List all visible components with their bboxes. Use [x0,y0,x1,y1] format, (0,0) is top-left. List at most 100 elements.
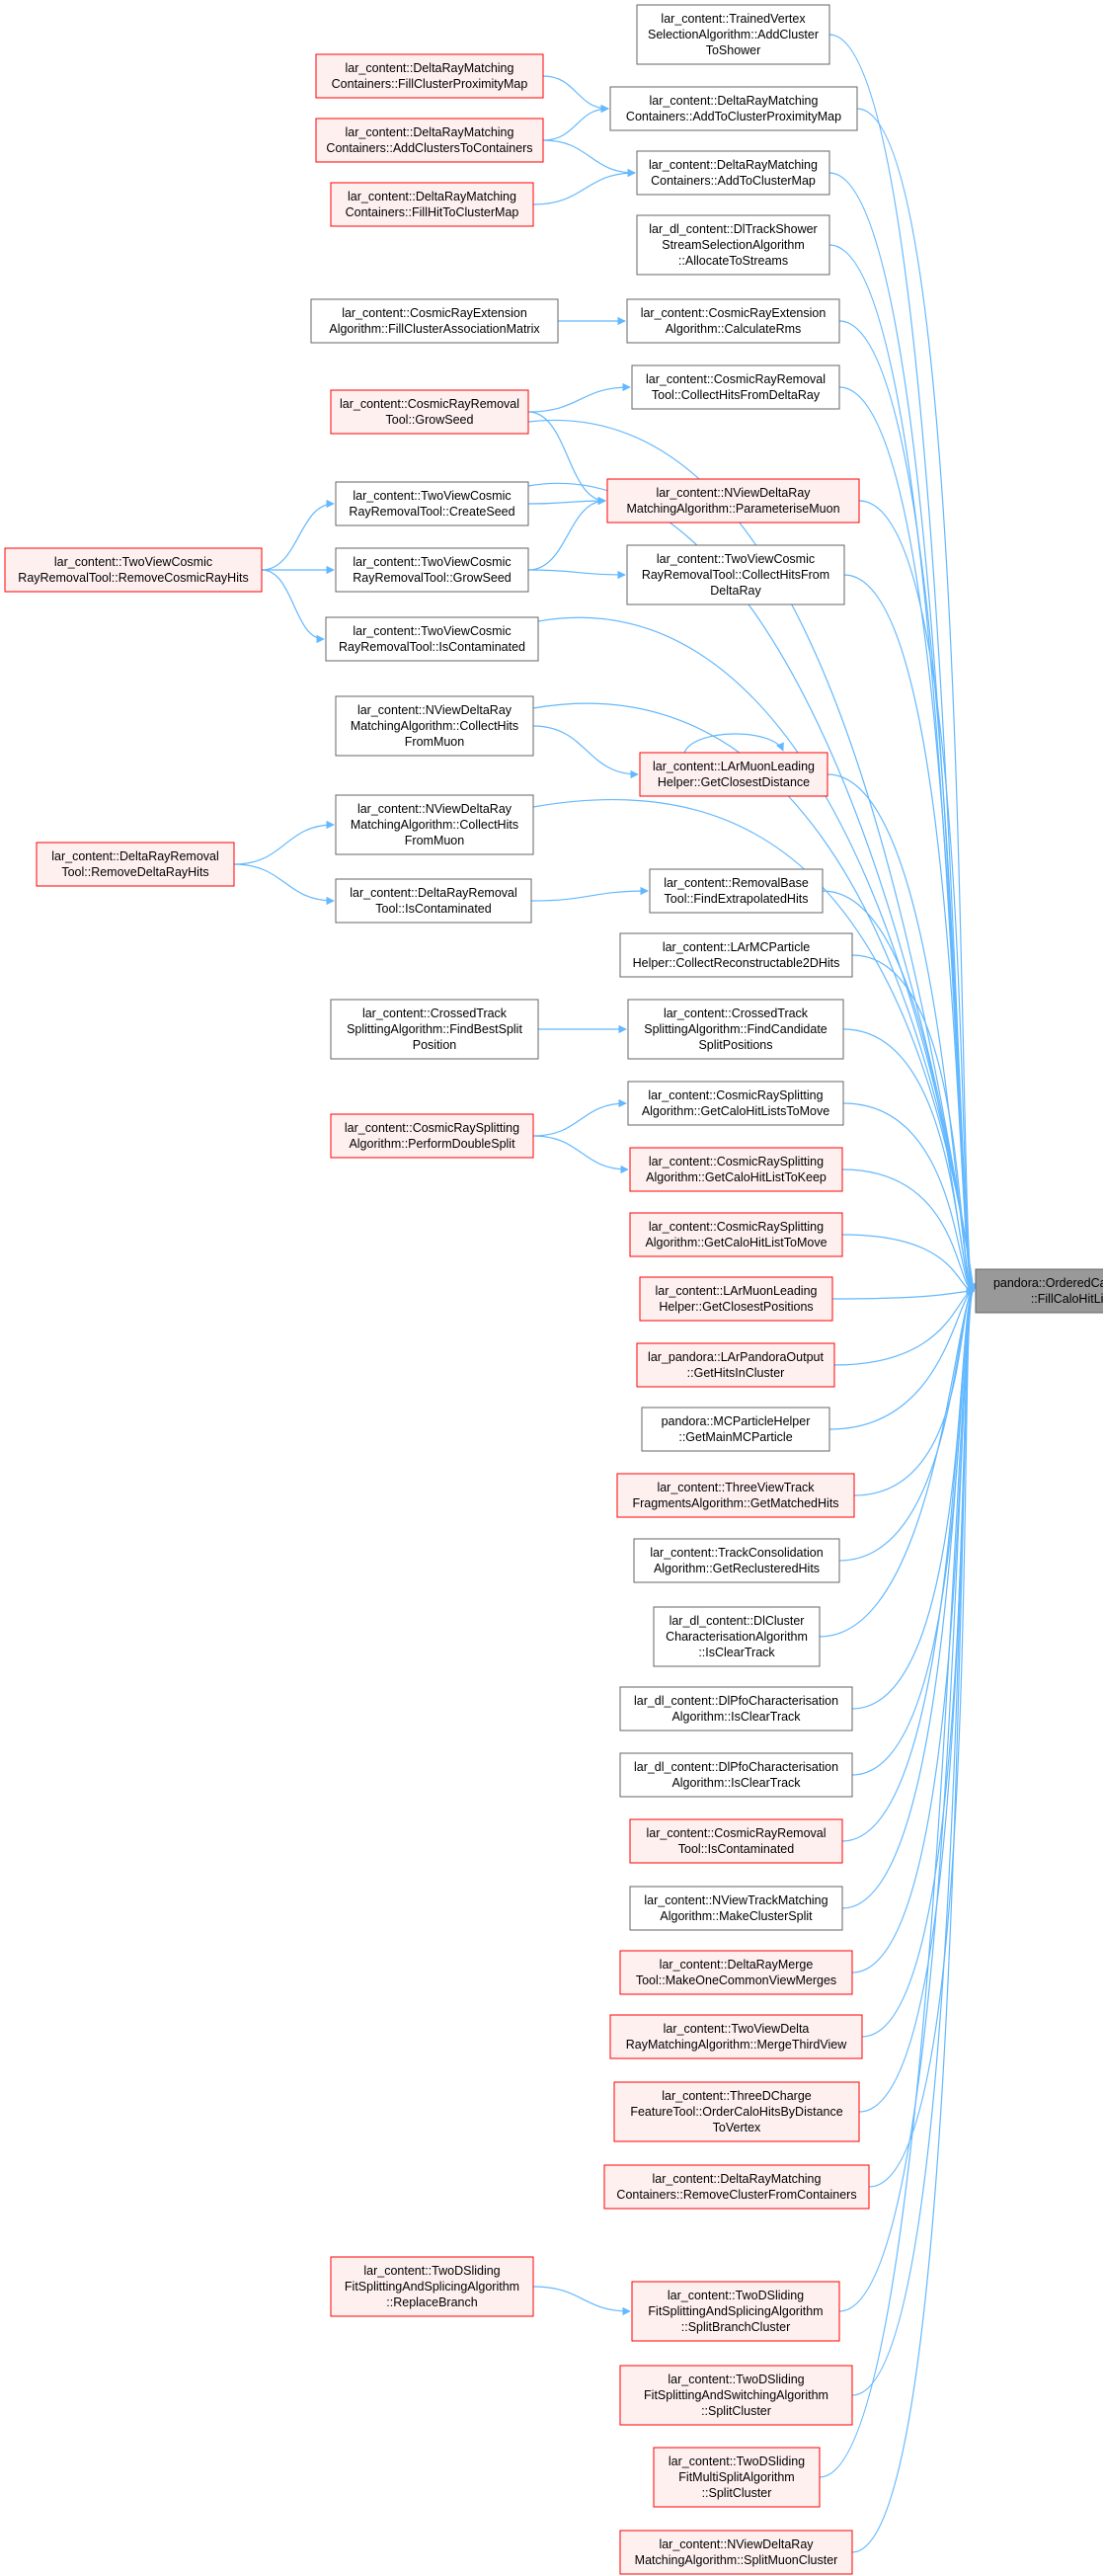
node-c24[interactable]: lar_content::CosmicRayRemovalTool::IsCon… [629,1818,843,1864]
node-label-line: lar_content::DeltaRayRemoval [51,849,219,863]
edge-c30-to-target [838,1287,975,2312]
node-c29[interactable]: lar_content::DeltaRayMatchingContainers:… [603,2164,870,2210]
node-box [609,86,858,131]
node-c23[interactable]: lar_dl_content::DlPfoCharacterisationAlg… [619,1752,853,1798]
node-c27[interactable]: lar_content::TwoViewDeltaRayMatchingAlgo… [609,2014,863,2059]
node-label-line: lar_pandora::LArPandoraOutput [648,1350,824,1364]
node-label-line: FromMuon [405,834,464,847]
edge-c22-to-target [851,1286,975,1710]
node-label-line: SelectionAlgorithm::AddCluster [648,28,819,41]
node-box [606,478,860,523]
node-l3[interactable]: lar_content::DeltaRayMatchingContainers:… [330,182,534,227]
node-l9[interactable]: lar_content::TwoDSlidingFitSplittingAndS… [330,2256,534,2317]
node-l6[interactable]: lar_content::TwoViewCosmicRayRemovalTool… [4,547,263,593]
node-label-line: RayRemovalTool::RemoveCosmicRayHits [18,571,248,585]
edge-l8-to-c14 [532,1135,629,1174]
edge-c18-to-target [828,1286,975,1430]
node-label-line: FeatureTool::OrderCaloHitsByDistance [630,2105,842,2119]
node-c1[interactable]: lar_content::TrainedVertexSelectionAlgor… [636,4,830,65]
node-c32[interactable]: lar_content::TwoDSlidingFitMultiSplitAlg… [653,2447,821,2508]
node-c30[interactable]: lar_content::TwoDSlidingFitSplittingAndS… [631,2281,840,2342]
node-label-line: ToShower [706,43,761,57]
node-c2[interactable]: lar_content::DeltaRayMatchingContainers:… [609,86,858,131]
edge-l5-to-c7 [527,411,606,506]
node-l8[interactable]: lar_content::CosmicRaySplittingAlgorithm… [330,1113,534,1159]
node-label-line: Algorithm::IsClearTrack [671,1776,801,1790]
node-c8[interactable]: lar_content::TwoViewCosmicRayRemovalTool… [626,544,845,605]
node-c14[interactable]: lar_content::CosmicRaySplittingAlgorithm… [629,1147,843,1192]
node-label-line: lar_content::TwoViewCosmic [657,552,815,566]
node-c28[interactable]: lar_content::ThreeDChargeFeatureTool::Or… [613,2081,860,2142]
node-label-line: ::FillCaloHitList [1031,1292,1103,1306]
node-c22[interactable]: lar_dl_content::DlPfoCharacterisationAlg… [619,1686,853,1731]
node-l7[interactable]: lar_content::DeltaRayRemovalTool::Remove… [36,842,235,887]
node-label-line: lar_content::NViewDeltaRay [357,703,512,717]
node-box [36,842,235,887]
node-box [616,1473,855,1518]
edge-l7-to-m6 [233,863,335,906]
edge-l8-to-c13 [532,1098,627,1137]
node-box [315,118,544,163]
node-label-line: SplitPositions [698,1038,772,1052]
node-c12[interactable]: lar_content::CrossedTrackSplittingAlgori… [627,999,844,1060]
node-c4[interactable]: lar_dl_content::DlTrackShowerStreamSelec… [636,214,830,276]
edge-l6-to-m1 [261,499,335,571]
node-label-line: Tool::CollectHitsFromDeltaRay [652,388,821,402]
node-label-line: lar_content::CosmicRaySplitting [345,1121,519,1135]
node-label-line: lar_dl_content::DlPfoCharacterisation [634,1760,838,1774]
node-c5[interactable]: lar_content::CosmicRayExtensionAlgorithm… [626,298,840,344]
node-c21[interactable]: lar_dl_content::DlClusterCharacterisatio… [653,1606,821,1667]
node-m6[interactable]: lar_content::DeltaRayRemovalTool::IsCont… [335,878,532,924]
edge-c12-to-target [842,1028,975,1296]
node-c10[interactable]: lar_content::RemovalBaseTool::FindExtrap… [649,868,824,914]
node-target[interactable]: pandora::OrderedCaloHitList::FillCaloHit… [975,1268,1103,1314]
node-c16[interactable]: lar_content::LArMuonLeadingHelper::GetCl… [639,1276,833,1322]
node-box [330,999,539,1060]
node-box [613,2081,860,2142]
edge-l2-to-c2 [542,104,609,141]
node-c7[interactable]: lar_content::NViewDeltaRayMatchingAlgori… [606,478,860,523]
node-m5[interactable]: lar_content::NViewDeltaRayMatchingAlgori… [335,794,534,855]
node-l1[interactable]: lar_content::DeltaRayMatchingContainers:… [315,53,544,99]
node-m1[interactable]: lar_content::TwoViewCosmicRayRemovalTool… [335,481,529,526]
node-c19[interactable]: lar_content::ThreeViewTrackFragmentsAlgo… [616,1473,855,1518]
node-c26[interactable]: lar_content::DeltaRayMergeTool::MakeOneC… [619,1950,853,1995]
node-l2[interactable]: lar_content::DeltaRayMatchingContainers:… [315,118,544,163]
node-c9[interactable]: lar_content::LArMuonLeadingHelper::GetCl… [639,752,828,797]
edge-l1-to-c2 [542,75,609,114]
node-label-line: lar_content::CosmicRayRemoval [646,372,826,386]
node-m7[interactable]: lar_content::CrossedTrackSplittingAlgori… [330,999,539,1060]
node-m4[interactable]: lar_content::NViewDeltaRayMatchingAlgori… [335,695,534,757]
node-label-line: ::SplitCluster [701,2404,771,2418]
node-l4[interactable]: lar_content::CosmicRayExtensionAlgorithm… [310,298,559,344]
node-m2[interactable]: lar_content::TwoViewCosmicRayRemovalTool… [335,547,529,593]
node-c31[interactable]: lar_content::TwoDSlidingFitSplittingAndS… [619,2365,853,2426]
node-box [619,2365,853,2426]
edge-l2-to-c3 [542,139,636,178]
node-c13[interactable]: lar_content::CosmicRaySplittingAlgorithm… [627,1081,844,1126]
node-label-line: lar_content::NViewTrackMatching [644,1893,827,1907]
node-box [629,1818,843,1864]
node-label-line: MatchingAlgorithm::CollectHits [351,719,518,733]
node-c11[interactable]: lar_content::LArMCParticleHelper::Collec… [619,932,853,978]
node-c25[interactable]: lar_content::NViewTrackMatchingAlgorithm… [629,1886,843,1931]
node-l5[interactable]: lar_content::CosmicRayRemovalTool::GrowS… [330,389,529,435]
node-label-line: Containers::AddToClusterProximityMap [626,110,841,123]
node-label-line: SplittingAlgorithm::FindCandidate [644,1022,827,1036]
node-label-line: lar_content::TrainedVertex [661,12,806,26]
node-c20[interactable]: lar_content::TrackConsolidationAlgorithm… [633,1538,840,1583]
node-c6[interactable]: lar_content::CosmicRayRemovalTool::Colle… [631,364,840,410]
node-box [335,695,534,757]
node-c18[interactable]: pandora::MCParticleHelper::GetMainMCPart… [641,1407,830,1452]
node-label-line: Algorithm::MakeClusterSplit [660,1909,813,1923]
node-box [649,868,824,914]
node-label-line: lar_content::NViewDeltaRay [659,2537,814,2551]
node-c3[interactable]: lar_content::DeltaRayMatchingContainers:… [636,150,830,196]
node-label-line: lar_content::TwoViewCosmic [54,555,212,569]
node-label-line: Containers::RemoveClusterFromContainers [616,2188,856,2202]
node-m3[interactable]: lar_content::TwoViewCosmicRayRemovalTool… [325,616,539,662]
node-c17[interactable]: lar_pandora::LArPandoraOutput::GetHitsIn… [636,1342,835,1388]
node-c33[interactable]: lar_content::NViewDeltaRayMatchingAlgori… [619,2530,853,2575]
node-c15[interactable]: lar_content::CosmicRaySplittingAlgorithm… [629,1212,843,1257]
node-label-line: lar_content::DeltaRayMatching [649,158,818,172]
